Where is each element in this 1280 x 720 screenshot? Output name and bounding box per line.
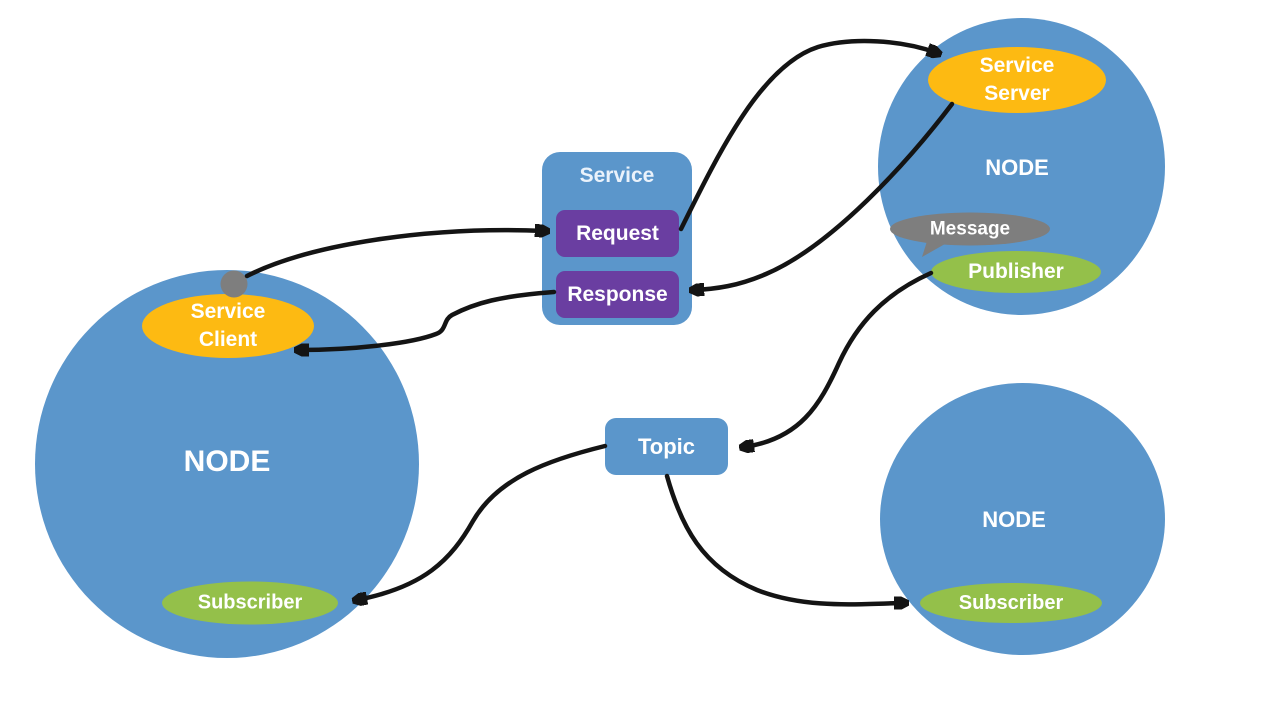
connection-dot bbox=[220, 270, 248, 298]
message-bubble: Message bbox=[890, 212, 1050, 246]
service-client-label-line1: Service bbox=[190, 300, 266, 324]
publisher-ellipse: Publisher bbox=[931, 251, 1101, 293]
service-client-label-line2: Client bbox=[198, 328, 258, 351]
service-server-label-line2: Server bbox=[984, 82, 1050, 105]
arrow-topic-to-right-subscriber bbox=[664, 473, 904, 604]
service-server-ellipse: Service Server bbox=[928, 47, 1106, 113]
message-label: Message bbox=[929, 218, 1011, 240]
arrow-publisher-to-topic bbox=[744, 270, 934, 447]
topic-box: Topic bbox=[605, 418, 728, 475]
client-node-title: NODE bbox=[183, 445, 271, 478]
service-server-label-line1: Service bbox=[979, 54, 1055, 78]
response-box: Response bbox=[556, 271, 679, 318]
right-subscriber-label: Subscriber bbox=[958, 591, 1064, 614]
left-subscriber-label: Subscriber bbox=[197, 591, 303, 614]
server-node-title: NODE bbox=[985, 155, 1049, 180]
left-subscriber-ellipse: Subscriber bbox=[162, 581, 338, 625]
request-box: Request bbox=[556, 210, 679, 257]
subscriber-node-title: NODE bbox=[982, 507, 1046, 532]
arrow-client-to-request bbox=[244, 230, 545, 279]
service-box: Service Request Response bbox=[542, 152, 692, 325]
service-client-ellipse: Service Client bbox=[142, 294, 314, 358]
right-subscriber-ellipse: Subscriber bbox=[920, 583, 1102, 623]
service-box-title: Service bbox=[579, 164, 655, 187]
publisher-label: Publisher bbox=[968, 260, 1064, 284]
